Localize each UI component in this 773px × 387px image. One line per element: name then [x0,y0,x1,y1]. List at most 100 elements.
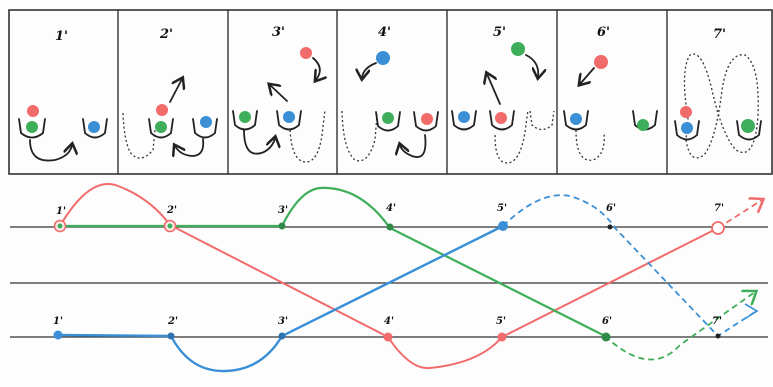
timeline-diagram: 1' 2' 3' 4' 5' 6' 7' 1' 2' 3' 4' 5' 6' 7… [10,183,768,373]
right-hand-cup [413,111,439,132]
catch-arrow-icon [362,62,377,78]
red-ball [156,104,168,116]
top-label-7: 7' [714,203,724,214]
blue-ball [681,122,693,134]
red-ball [680,106,692,118]
panel-6-scene [563,55,658,161]
bottom-label-4: 4' [384,316,394,327]
green-ball [239,111,251,123]
blue-ball [283,111,295,123]
throw-arrow-icon [29,139,72,162]
blue-ball [88,121,100,133]
panel-4-scene [341,51,439,162]
left-hand-cup [148,118,174,139]
bottom-label-5: 5' [496,316,506,327]
bottom-marker-3 [278,332,286,340]
bottom-label-7: 7' [712,316,722,327]
bottom-label-2: 2' [167,316,178,327]
bottom-label-1: 1' [53,316,63,327]
panel-7-scene [674,53,762,159]
left-hand-cup [674,120,700,141]
top-marker-3 [278,222,286,230]
green-ball [155,121,167,133]
catch-arrow-icon [580,67,595,84]
right-hand-cup [276,110,302,131]
red-ball [495,112,507,124]
catch-arrow-icon [175,138,205,156]
panel-1-scene [18,105,108,162]
panel-frame [8,9,773,175]
panel-label-4: 4' [378,25,391,40]
right-hand-cup [192,118,218,139]
throw-arrow-icon [487,74,501,105]
red-ball [300,47,312,59]
blue-ball [570,113,582,125]
top-label-5: 5' [497,203,507,214]
ghost-hand-cup [122,112,156,159]
blue-ball-trajectory [57,224,504,373]
ghost-hand-cup [494,109,529,164]
bottom-marker-4 [383,332,393,342]
top-marker-6 [607,224,613,230]
blue-ball [200,116,212,128]
panel-label-1: 1' [55,29,68,44]
bottom-marker-5 [497,332,507,342]
top-label-3: 3' [278,205,288,216]
ghost-hand-cup [341,110,378,162]
panel-3-scene [232,47,326,163]
ghost-hand-cup [529,110,555,131]
bottom-label-3: 3' [278,316,288,327]
green-ball-trajectory-future [604,292,755,361]
green-ball [26,121,38,133]
panel-label-7: 7' [713,27,726,42]
top-marker-7 [711,221,725,235]
ghost-hand-cup [289,109,326,163]
panel-5-scene [451,42,555,164]
catch-arrow-icon [525,54,538,77]
bottom-marker-7 [715,333,721,339]
throw-arrow-icon [270,85,288,102]
catch-arrow-icon [400,134,427,158]
left-hand-cup [232,110,258,131]
red-ball [594,55,608,69]
panel-label-6: 6' [597,25,610,40]
blue-ball [376,51,390,65]
blue-arrowhead-icon [744,303,759,319]
red-ball-trajectory [59,183,719,370]
green-ball-trajectory [60,186,606,337]
panel-label-5: 5' [493,25,506,40]
red-ball [421,113,433,125]
bottom-marker-2 [167,332,175,340]
top-label-4: 4' [386,203,396,214]
top-label-2: 2' [166,205,177,216]
red-ball-trajectory-future [717,200,762,229]
pass-arrow-icon [243,129,275,155]
top-marker-5 [498,221,508,231]
green-ball [382,112,394,124]
throw-arrow-icon [169,79,182,103]
red-ball [27,105,39,117]
right-hand-cup [736,120,762,141]
top-marker-2-core [167,223,173,229]
right-hand-cup [489,110,515,131]
left-hand-cup [375,111,401,132]
ghost-hand-cup [575,129,605,161]
top-label-6: 6' [606,203,616,214]
bottom-marker-1 [53,330,63,340]
panel-strip: 1' 2' 3' 4' 5' 6' 7' [8,9,773,175]
green-ball [637,119,649,131]
top-marker-1-core [57,223,63,229]
blue-ball-trajectory-future [502,194,756,338]
left-hand-cup [563,110,589,131]
green-ball [511,42,525,56]
left-hand-cup [451,110,477,131]
right-hand-cup [82,118,108,139]
panel-label-3: 3' [272,25,285,40]
left-hand-cup [18,118,46,139]
bottom-marker-6 [601,332,611,342]
blue-ball [458,111,470,123]
bottom-label-6: 6' [602,316,612,327]
top-label-1: 1' [56,206,66,217]
panel-label-2: 2' [159,27,173,42]
